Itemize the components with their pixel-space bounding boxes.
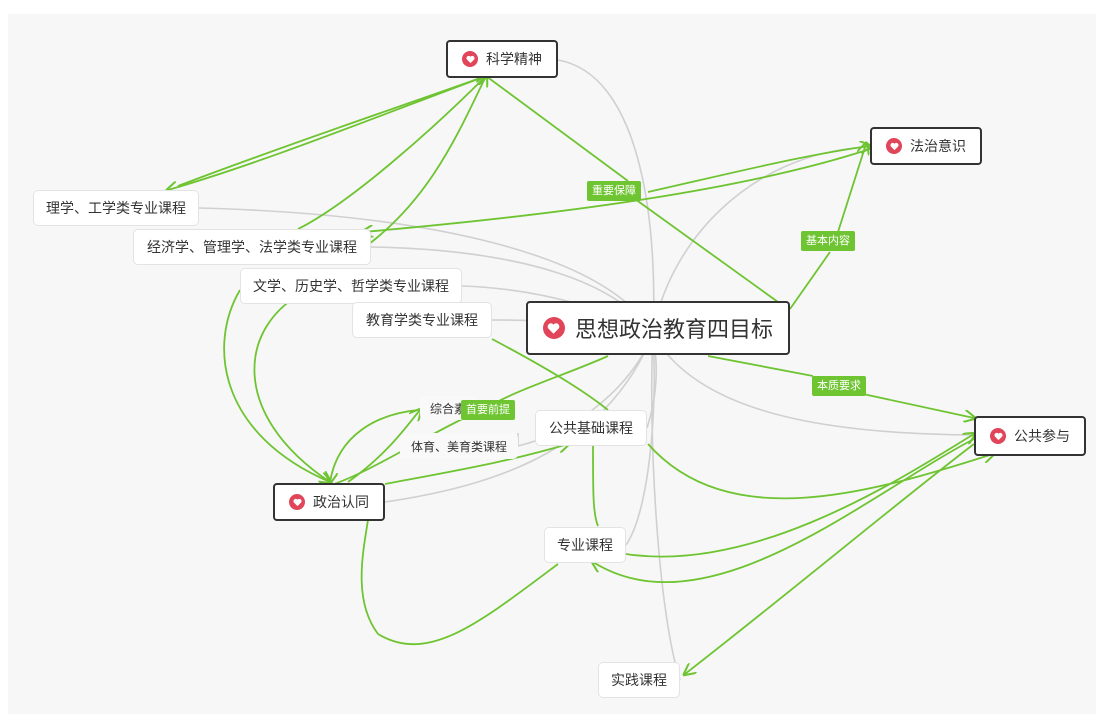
goal-public-participation[interactable]: 公共参与 <box>974 416 1086 456</box>
gray-edge-6 <box>384 333 654 503</box>
gray-edge-9 <box>625 333 656 546</box>
green-edge-19 <box>491 338 609 411</box>
green-edge-15 <box>223 289 330 482</box>
edge-label-essential-requirement: 本质要求 <box>812 376 866 396</box>
green-edge-8 <box>789 251 831 310</box>
green-edge-22 <box>625 434 974 558</box>
course-public-basic[interactable]: 公共基础课程 <box>535 410 647 446</box>
green-edge-13 <box>327 413 474 487</box>
goal-label: 公共参与 <box>1014 429 1070 445</box>
heart-icon <box>886 138 902 154</box>
goal-label: 科学精神 <box>486 52 542 68</box>
green-edge-11 <box>862 393 974 418</box>
course-practice[interactable]: 实践课程 <box>598 662 680 698</box>
goal-label: 法治意识 <box>910 139 966 155</box>
green-edge-14 <box>330 409 419 482</box>
course-professional[interactable]: 专业课程 <box>544 527 626 563</box>
center-label: 思想政治教育四目标 <box>574 318 773 343</box>
green-edge-2 <box>297 75 487 230</box>
green-edge-6 <box>647 146 870 193</box>
green-edge-25 <box>377 563 559 645</box>
green-edge-17 <box>347 410 420 483</box>
gray-edge-0 <box>557 59 655 335</box>
green-edge-9 <box>837 144 866 233</box>
edge-label-basic-content: 基本内容 <box>801 231 855 251</box>
green-edge-0 <box>168 75 487 190</box>
heart-icon <box>289 494 305 510</box>
green-edge-18 <box>384 444 568 485</box>
green-edge-7 <box>363 148 871 232</box>
green-edge-20 <box>647 443 993 500</box>
edge-label-primary-premise: 首要前提 <box>461 400 515 420</box>
goal-label: 政治认同 <box>313 495 369 511</box>
edges-layer <box>8 59 1096 681</box>
green-edge-23 <box>593 438 975 583</box>
green-edge-3 <box>357 76 486 253</box>
heart-icon <box>542 317 565 339</box>
course-lit-hist-phil[interactable]: 文学、历史学、哲学类专业课程 <box>240 268 462 304</box>
mindmap-canvas: 科学精神 法治意识 政治认同 公共参与 思想政治教育四目标 理学、工学类专业课程… <box>8 14 1096 714</box>
course-econ-mgmt-law[interactable]: 经济学、管理学、法学类专业课程 <box>133 229 371 265</box>
course-pe-arts[interactable]: 体育、美育类课程 <box>400 433 518 459</box>
center-node[interactable]: 思想政治教育四目标 <box>526 301 790 355</box>
goal-science-spirit[interactable]: 科学精神 <box>446 40 558 78</box>
goal-political-identity[interactable]: 政治认同 <box>273 483 385 521</box>
gray-edge-11 <box>652 333 975 436</box>
green-edge-4 <box>485 75 629 182</box>
course-education[interactable]: 教育学类专业课程 <box>352 302 492 338</box>
green-edge-21 <box>592 445 599 527</box>
course-science-eng[interactable]: 理学、工学类专业课程 <box>33 190 199 226</box>
green-edge-16 <box>253 289 330 482</box>
green-edge-24 <box>685 443 975 674</box>
heart-icon <box>462 51 478 67</box>
green-edge-10 <box>707 355 814 377</box>
green-edge-26 <box>360 503 379 635</box>
heart-icon <box>990 428 1006 444</box>
goal-rule-of-law[interactable]: 法治意识 <box>870 127 982 165</box>
edge-label-important-guarantee: 重要保障 <box>587 181 641 201</box>
green-edge-5 <box>627 193 779 303</box>
gray-edge-10 <box>650 333 681 681</box>
green-edge-1 <box>177 76 486 187</box>
